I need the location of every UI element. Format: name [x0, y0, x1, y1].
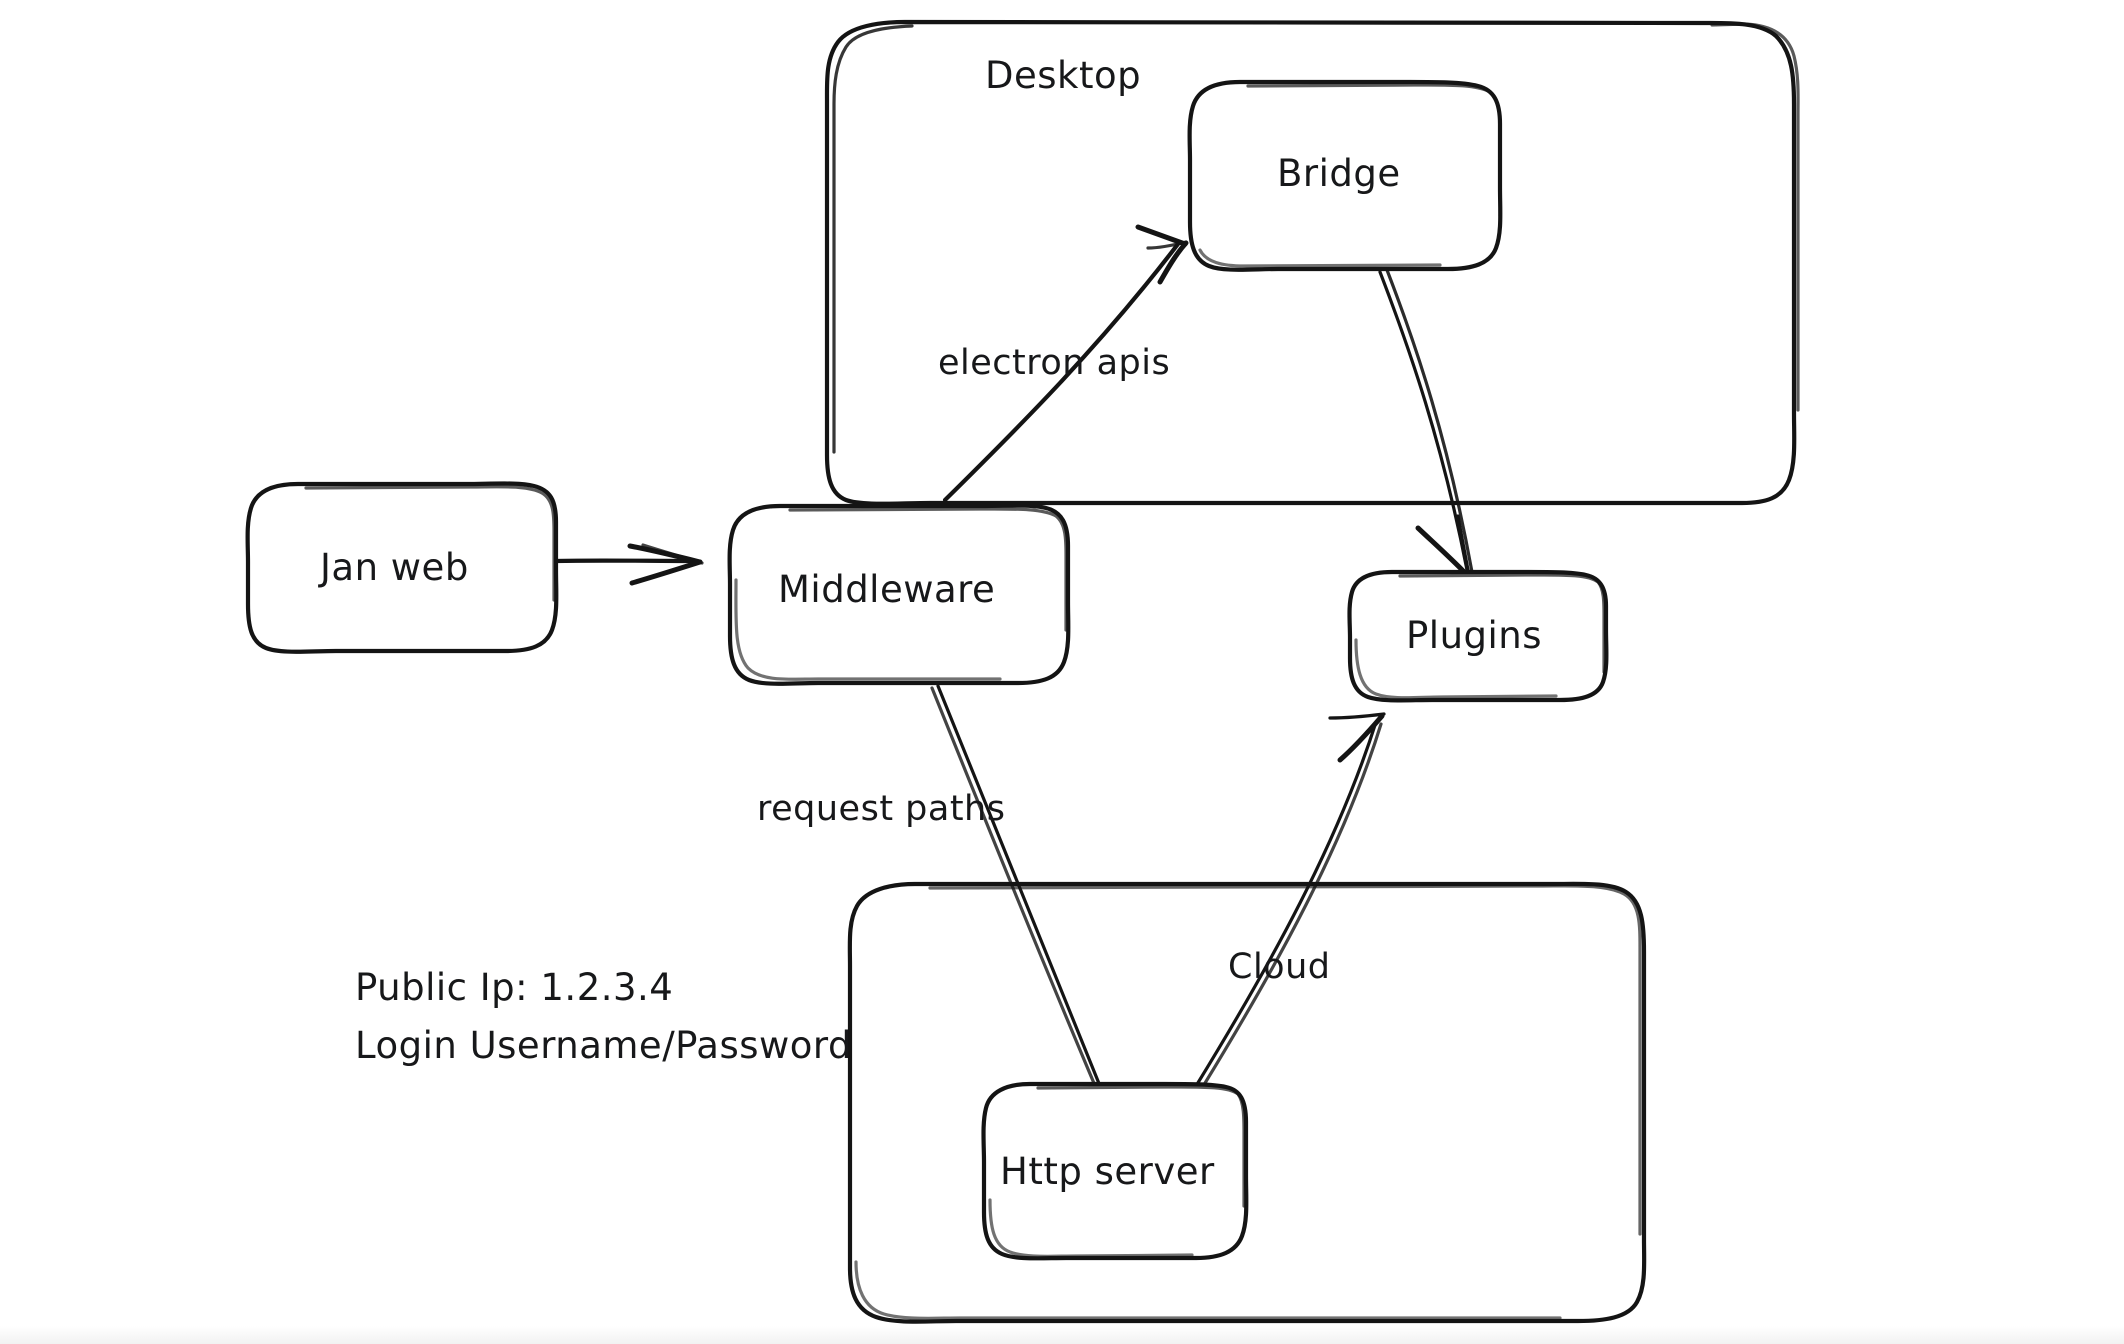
edge-middleware-to-bridge[interactable]: electron apis: [938, 224, 1189, 503]
node-bridge[interactable]: Bridge: [1187, 79, 1503, 272]
edge-jan-web-to-middleware[interactable]: [553, 543, 704, 586]
edge-http-server-to-plugins[interactable]: Cloud: [1194, 712, 1386, 1090]
group-label-desktop: Desktop: [985, 54, 1141, 97]
node-label-middleware: Middleware: [778, 568, 995, 611]
edge-middleware-to-http-server[interactable]: request paths: [757, 684, 1102, 1090]
note-login-credentials: Login Username/Password: [355, 1024, 852, 1067]
node-label-bridge: Bridge: [1277, 152, 1401, 195]
edge-label-request-paths: request paths: [757, 789, 1005, 829]
node-label-http-server: Http server: [1000, 1150, 1215, 1193]
node-jan-web[interactable]: Jan web: [245, 481, 559, 654]
edge-label-cloud: Cloud: [1228, 947, 1330, 987]
edge-bridge-to-plugins[interactable]: [1378, 268, 1474, 582]
node-http-server[interactable]: Http server: [981, 1081, 1249, 1261]
node-label-jan-web: Jan web: [318, 546, 469, 589]
node-label-plugins: Plugins: [1406, 614, 1542, 657]
node-middleware[interactable]: Middleware: [727, 503, 1071, 686]
notes-block: Public Ip: 1.2.3.4 Login Username/Passwo…: [355, 966, 852, 1067]
bottom-gradient-band: [0, 1326, 2124, 1344]
note-public-ip: Public Ip: 1.2.3.4: [355, 966, 673, 1009]
edge-label-electron-apis: electron apis: [938, 343, 1170, 383]
group-desktop[interactable]: Desktop: [824, 19, 1800, 506]
node-plugins[interactable]: Plugins: [1347, 569, 1609, 703]
group-cloud-container[interactable]: [847, 881, 1647, 1324]
